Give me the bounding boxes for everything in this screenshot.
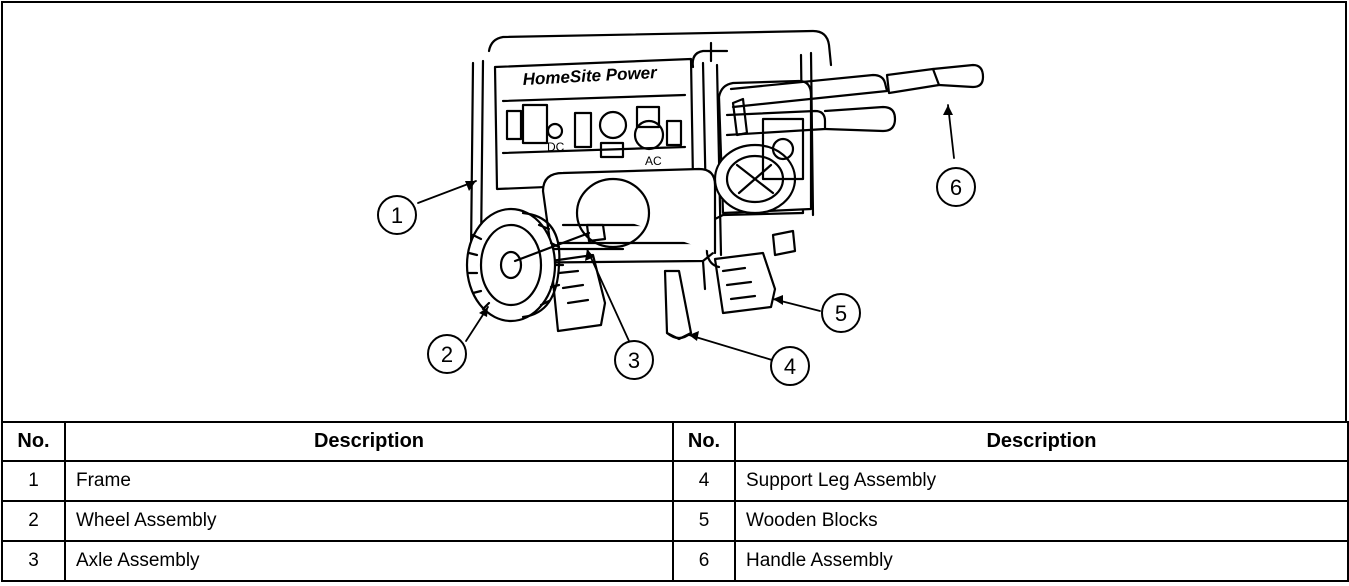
table-header-row: No. Description No. Description	[1, 421, 1349, 462]
row-description: Wheel Assembly	[64, 500, 674, 542]
table-row: 1 Frame 4 Support Leg Assembly	[1, 460, 1349, 502]
callout-2-label: 2	[441, 342, 453, 367]
callout-1: 1	[377, 195, 417, 235]
row-number: 3	[1, 540, 66, 582]
callout-3: 3	[614, 340, 654, 380]
row-description: Wooden Blocks	[734, 500, 1349, 542]
header-description-right: Description	[734, 421, 1349, 462]
table-row: 2 Wheel Assembly 5 Wooden Blocks	[1, 500, 1349, 542]
callout-3-label: 3	[628, 348, 640, 373]
callout-4: 4	[770, 346, 810, 386]
panel-ac-label: AC	[645, 154, 662, 168]
row-description: Handle Assembly	[734, 540, 1349, 582]
header-no-right: No.	[672, 421, 736, 462]
leader-lines	[417, 104, 955, 361]
row-number: 1	[1, 460, 66, 502]
wooden-blocks-drawing	[549, 229, 797, 333]
row-description: Support Leg Assembly	[734, 460, 1349, 502]
control-panel-drawing	[493, 57, 695, 191]
parts-table: No. Description No. Description 1 Frame …	[1, 421, 1349, 582]
leader-arrowheads	[465, 105, 953, 341]
row-number: 4	[672, 460, 736, 502]
callout-4-label: 4	[784, 354, 796, 379]
row-description: Axle Assembly	[64, 540, 674, 582]
generator-illustration-panel: HomeSite Power DC AC 1 2 3 4 5	[1, 1, 1347, 422]
callout-6: 6	[936, 167, 976, 207]
row-number: 6	[672, 540, 736, 582]
callout-1-label: 1	[391, 203, 403, 228]
callout-5-label: 5	[835, 301, 847, 326]
panel-dc-label: DC	[547, 140, 565, 154]
header-no-left: No.	[1, 421, 66, 462]
generator-illustration: HomeSite Power DC AC 1 2 3 4 5	[377, 29, 985, 386]
row-number: 5	[672, 500, 736, 542]
row-number: 2	[1, 500, 66, 542]
callout-5: 5	[821, 293, 861, 333]
callout-2: 2	[427, 334, 467, 374]
wheel-drawing	[465, 207, 565, 323]
callout-6-label: 6	[950, 175, 962, 200]
handle-drawing	[725, 63, 985, 137]
engine-drawing	[541, 79, 813, 255]
axle-drawing	[513, 223, 607, 263]
table-row: 3 Axle Assembly 6 Handle Assembly	[1, 540, 1349, 582]
row-description: Frame	[64, 460, 674, 502]
header-description-left: Description	[64, 421, 674, 462]
support-leg-drawing	[663, 269, 693, 341]
